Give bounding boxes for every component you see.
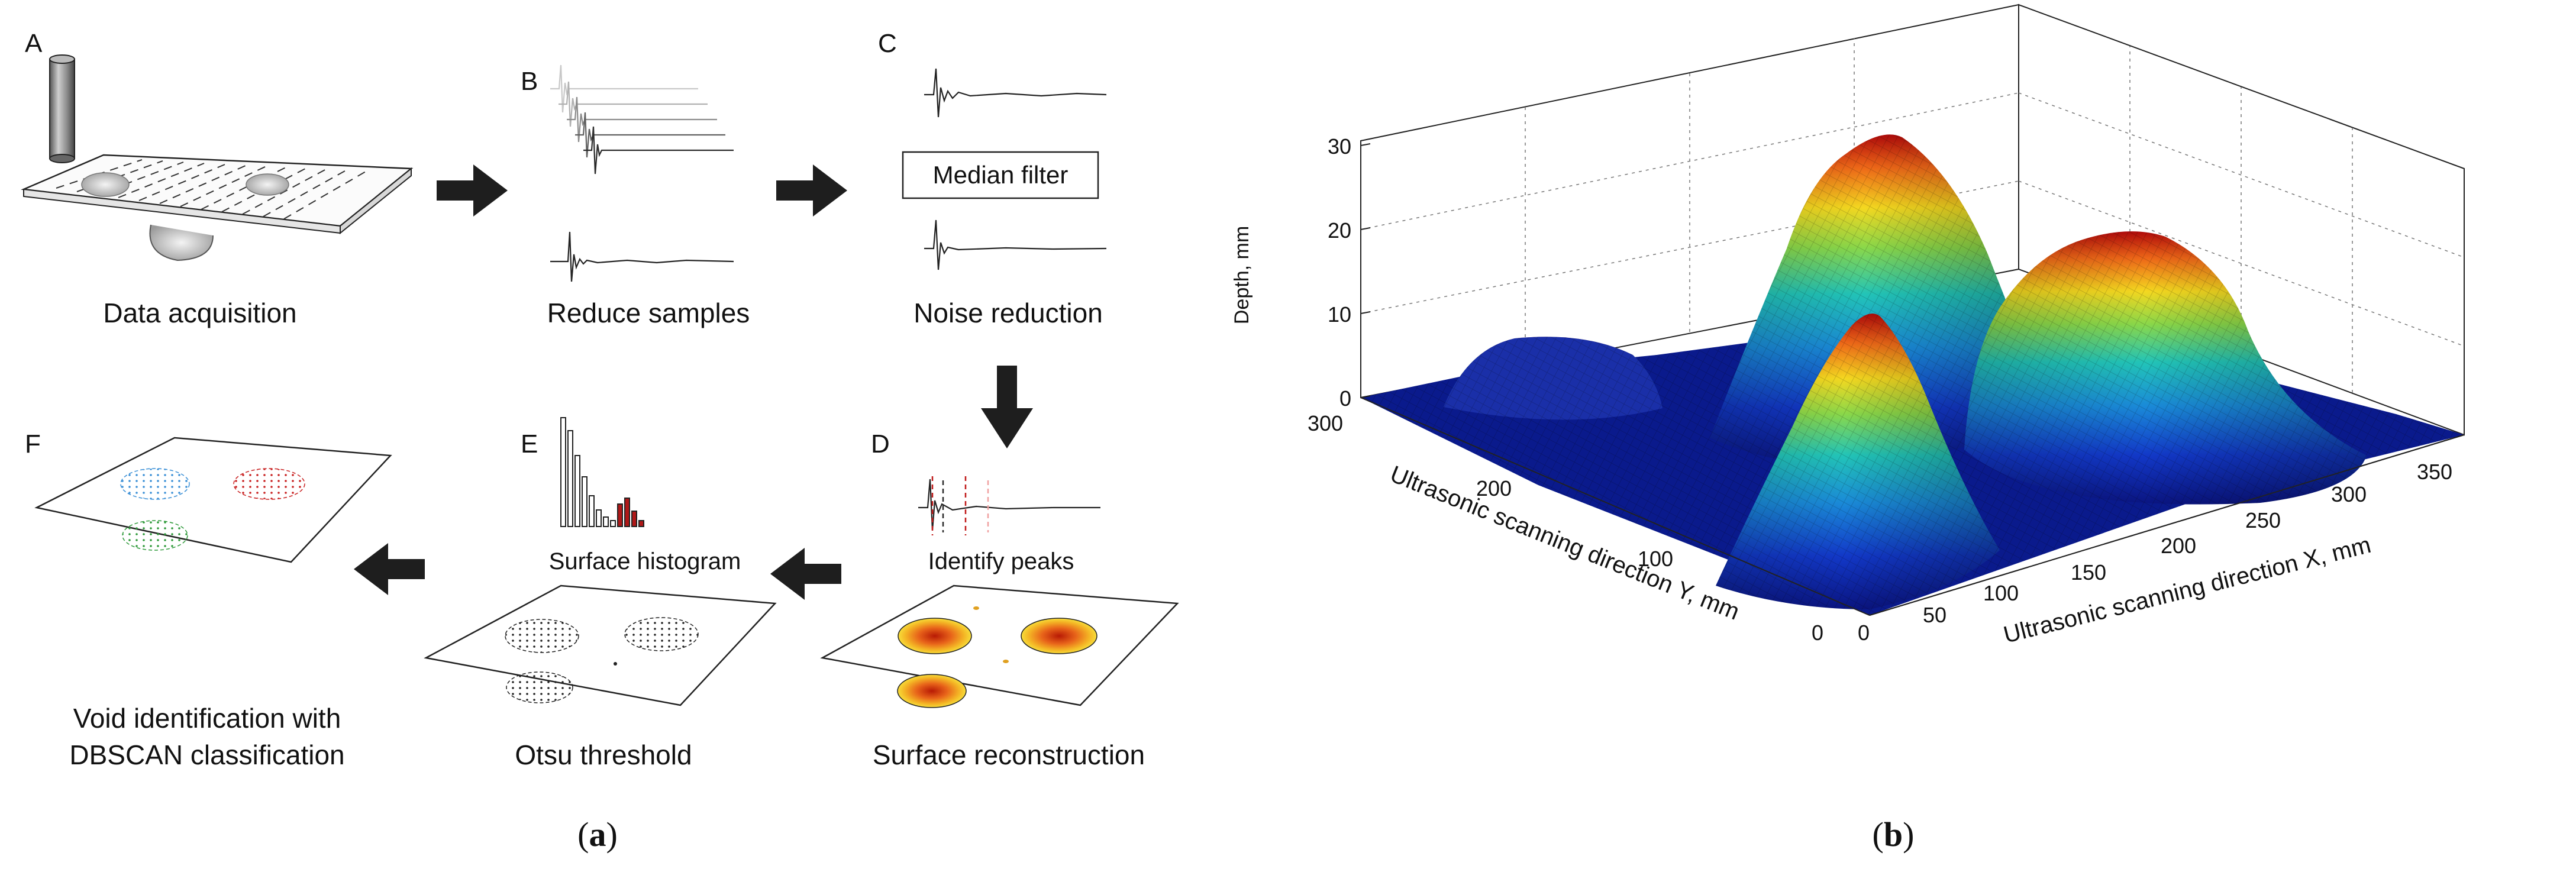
z-tick-label: 20 — [1328, 218, 1351, 243]
arrow-left-icon — [770, 548, 841, 600]
step-e-letter: E — [521, 429, 538, 458]
void-hole-1 — [81, 172, 130, 197]
x-tick-label: 250 — [2245, 508, 2281, 532]
void-hole-2 — [246, 173, 289, 196]
arrow-right-icon — [776, 164, 847, 217]
z-tick-label: 30 — [1328, 134, 1351, 159]
step-f-letter: F — [25, 429, 41, 458]
step-a-caption: Data acquisition — [103, 298, 296, 328]
y-tick-label: 300 — [1308, 411, 1343, 435]
median-filter-box — [902, 151, 1099, 199]
step-d-caption: Surface reconstruction — [873, 739, 1145, 770]
panel-b: 0 10 20 30 Depth, mm 300 200 100 0 Ultra… — [1231, 4, 2465, 854]
x-tick-label: 50 — [1923, 603, 1946, 627]
filtered-waveform-icon — [924, 219, 1107, 270]
panel-a: A — [21, 29, 1179, 854]
step-a: A — [21, 29, 414, 328]
step-c-letter: C — [878, 29, 897, 58]
transducer-icon — [49, 54, 75, 163]
subfigure-label-a: (a) — [577, 815, 618, 854]
step-e-caption: Otsu threshold — [515, 739, 692, 770]
step-f-caption-line2: DBSCAN classification — [69, 739, 344, 770]
x-tick-label: 300 — [2331, 482, 2367, 506]
step-d: D Identify peaks Surface reconstruc — [820, 429, 1179, 770]
surface-plot — [1361, 134, 2464, 615]
x-tick-label: 200 — [2161, 534, 2196, 558]
step-b: B Reduce samples — [521, 64, 750, 328]
x-tick-label: 150 — [2071, 560, 2106, 584]
identify-peaks-label: Identify peaks — [928, 548, 1074, 574]
reduced-waveform-icon — [550, 231, 734, 282]
x-tick-label: 350 — [2417, 460, 2452, 484]
x-tick-label: 100 — [1983, 581, 2019, 605]
noisy-waveform-icon — [924, 68, 1107, 118]
z-axis: 0 10 20 30 Depth, mm — [1231, 134, 1371, 411]
peak-waveform-icon — [918, 476, 1100, 535]
median-filter-label: Median filter — [933, 161, 1069, 189]
step-e: E Surface histogram — [424, 417, 777, 770]
specimen-plate-icon — [21, 154, 414, 261]
arrow-down-icon — [981, 366, 1033, 448]
surface-histogram-label: Surface histogram — [549, 548, 741, 574]
subfigure-label-b: (b) — [1873, 815, 1915, 854]
z-axis-label: Depth, mm — [1231, 226, 1253, 324]
arrow-right-icon — [437, 164, 508, 217]
step-c-caption: Noise reduction — [913, 298, 1103, 328]
classified-surface-icon — [34, 437, 392, 563]
step-a-letter: A — [25, 29, 43, 58]
step-c: C Median filter Noise reduction — [878, 29, 1107, 328]
step-d-letter: D — [871, 429, 890, 458]
threshold-surface-icon — [424, 584, 777, 706]
step-f: F Void identification with DBSCAN classi… — [25, 429, 392, 770]
z-tick-label: 10 — [1328, 302, 1351, 327]
y-tick-label: 0 — [1812, 621, 1823, 645]
histogram-icon — [560, 417, 644, 527]
waveform-stack-icon — [550, 64, 734, 175]
step-f-caption-line1: Void identification with — [73, 703, 341, 734]
y-tick-label: 100 — [1638, 547, 1673, 571]
arrow-left-icon — [354, 543, 425, 595]
step-b-letter: B — [521, 67, 538, 96]
heat-surface-icon — [820, 584, 1179, 708]
z-tick-label: 0 — [1339, 386, 1351, 411]
x-tick-label: 0 — [1858, 621, 1870, 645]
y-tick-label: 200 — [1476, 476, 1512, 500]
step-b-caption: Reduce samples — [547, 298, 750, 328]
